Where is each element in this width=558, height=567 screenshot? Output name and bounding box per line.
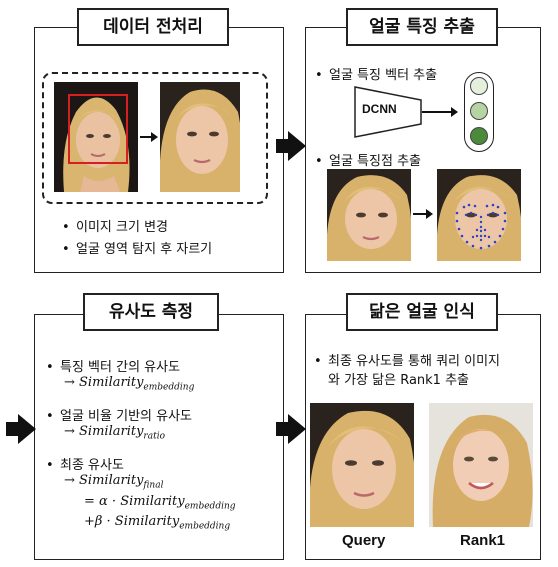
landmark-arrow-head bbox=[426, 209, 433, 219]
panel-similarity-title: 유사도 측정 bbox=[83, 293, 219, 331]
face-bounding-box bbox=[68, 94, 128, 164]
features-bullet-1: •얼굴 특징 벡터 추출 bbox=[315, 68, 438, 83]
similarity-item-1-formula: → Similarityembedding bbox=[64, 375, 195, 393]
query-face-image bbox=[310, 403, 414, 527]
vector-node-3 bbox=[470, 127, 488, 145]
rank1-caption: Rank1 bbox=[460, 532, 506, 549]
similarity-item-2-formula: → Similarityratio bbox=[64, 424, 166, 442]
rank1-face-image bbox=[429, 403, 533, 527]
panel-similarity bbox=[34, 314, 284, 560]
final-formula-line-1: = α · Similarityembedding bbox=[84, 494, 236, 512]
crop-arrow-head bbox=[151, 132, 158, 142]
recognition-text-1: •최종 유사도를 통해 쿼리 이미지 bbox=[314, 354, 501, 369]
query-caption: Query bbox=[342, 532, 386, 549]
similarity-item-3-formula: → Similarityfinal bbox=[64, 473, 164, 491]
dcnn-block bbox=[354, 86, 422, 138]
dcnn-arrow-head bbox=[451, 107, 458, 117]
panel-features-title: 얼굴 특징 추출 bbox=[346, 8, 498, 46]
similarity-item-3-label: •최종 유사도 bbox=[46, 458, 124, 473]
dashed-frame bbox=[42, 72, 268, 204]
panel-recognition-title: 닮은 얼굴 인식 bbox=[346, 293, 498, 331]
landmark-source-face bbox=[327, 169, 411, 261]
similarity-item-1-label: •특징 벡터 간의 유사도 bbox=[46, 360, 181, 375]
recognition-text-2: 와 가장 닮은 Rank1 추출 bbox=[328, 373, 470, 388]
dcnn-label: DCNN bbox=[362, 102, 397, 116]
flow-arrow-2-head bbox=[18, 414, 36, 444]
landmark-arrow-shaft bbox=[413, 213, 427, 215]
final-formula-line-2: +β · Similarityembedding bbox=[84, 514, 231, 532]
landmark-face-image bbox=[437, 169, 521, 261]
vector-node-2 bbox=[470, 102, 488, 120]
dcnn-arrow-shaft bbox=[422, 111, 452, 113]
flow-arrow-3-shaft bbox=[276, 422, 290, 436]
features-bullet-2: •얼굴 특징점 추출 bbox=[315, 154, 421, 169]
flow-arrow-1-head bbox=[288, 131, 306, 161]
flow-arrow-3-head bbox=[288, 414, 306, 444]
similarity-item-2-label: •얼굴 비율 기반의 유사도 bbox=[46, 409, 192, 424]
crop-arrow-shaft bbox=[140, 136, 152, 138]
flow-arrow-1-shaft bbox=[276, 139, 290, 153]
panel-preprocess-title: 데이터 전처리 bbox=[77, 8, 229, 46]
flow-arrow-2-shaft bbox=[6, 422, 20, 436]
cropped-face-image bbox=[160, 82, 240, 192]
vector-node-1 bbox=[470, 77, 488, 95]
preprocess-bullet-2: •얼굴 영역 탐지 후 자르기 bbox=[62, 242, 213, 257]
preprocess-bullet-1: •이미지 크기 변경 bbox=[62, 220, 168, 235]
